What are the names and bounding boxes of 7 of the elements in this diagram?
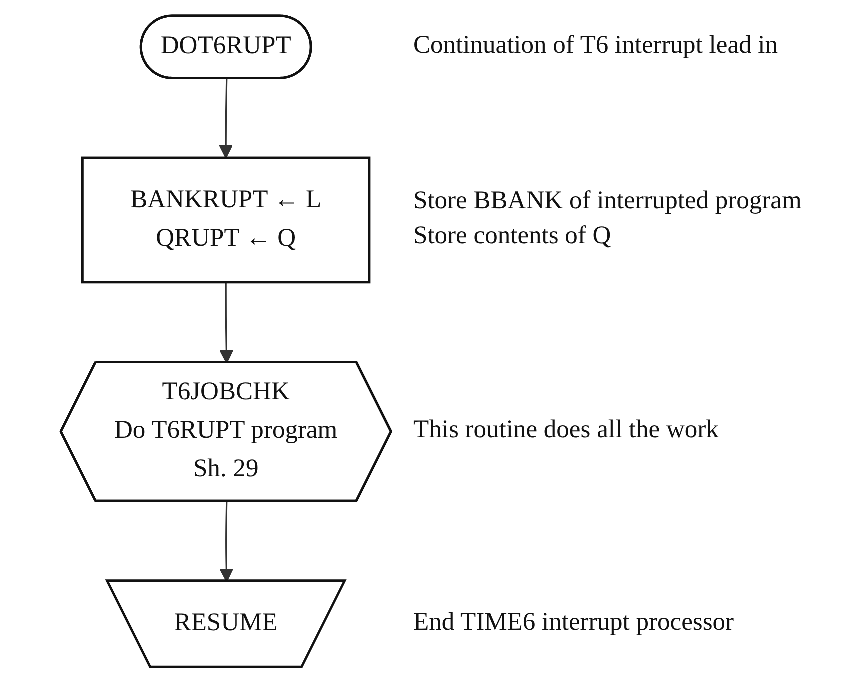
annotation-text: Continuation of T6 interrupt lead in bbox=[414, 30, 778, 59]
annotation-text: This routine does all the work bbox=[414, 414, 719, 444]
arrow bbox=[219, 78, 234, 159]
annotation-text: Store BBANK of interrupted program bbox=[414, 186, 802, 215]
annotation-text: End TIME6 interrupt processor bbox=[414, 606, 734, 636]
node-box: BANKRUPT ← L QRUPT ← Q bbox=[82, 156, 371, 284]
annotation-text: Store contents of Q bbox=[414, 220, 612, 250]
